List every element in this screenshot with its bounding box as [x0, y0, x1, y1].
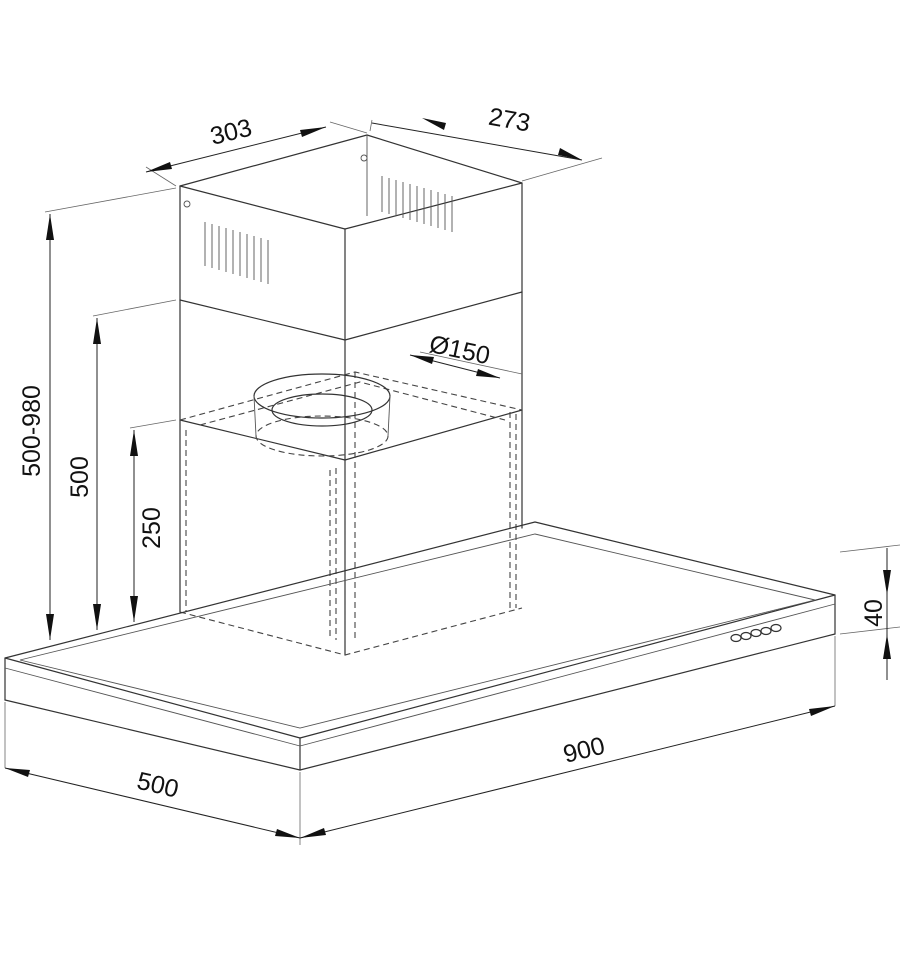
label-motor-box-height: 250: [138, 507, 166, 549]
vent-slots-back: [381, 176, 453, 232]
label-canopy-depth: 500: [134, 767, 181, 804]
control-buttons: [730, 623, 782, 643]
extension-lines: [4, 119, 900, 845]
canopy: [4, 521, 836, 771]
label-canopy-thickness: 40: [860, 599, 888, 627]
label-chimney-width: 303: [207, 114, 254, 151]
label-lower-chimney-height: 500: [66, 456, 94, 498]
vent-slots-front: [204, 222, 269, 284]
label-duct-diameter: Ø150: [427, 330, 493, 370]
dimension-lines: [4, 118, 891, 839]
label-canopy-width: 900: [560, 732, 607, 769]
upper-chimney: [179, 134, 523, 341]
lower-chimney: [179, 291, 523, 656]
label-total-height: 500-980: [18, 385, 46, 477]
label-chimney-depth: 273: [486, 103, 532, 138]
